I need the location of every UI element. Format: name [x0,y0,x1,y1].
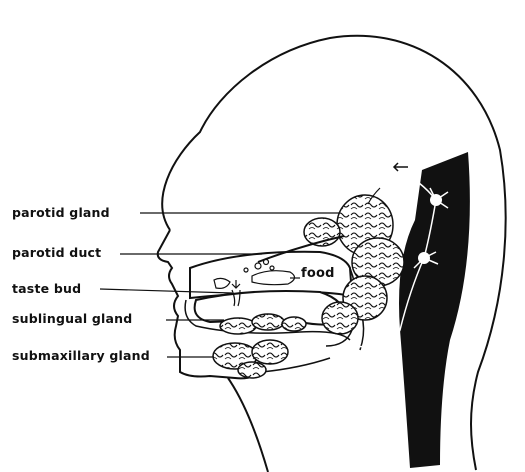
nerve-arrow [394,163,408,171]
submaxillary-gland [213,340,288,378]
label-sublingual-gland: sublingual gland [12,311,132,326]
label-submaxillary-gland: submaxillary gland [12,348,150,363]
label-parotid-gland: parotid gland [12,205,110,220]
neck-front [228,378,268,472]
label-parotid-duct: parotid duct [12,245,101,260]
label-food: food [301,266,335,281]
label-taste-bud: taste bud [12,281,81,296]
